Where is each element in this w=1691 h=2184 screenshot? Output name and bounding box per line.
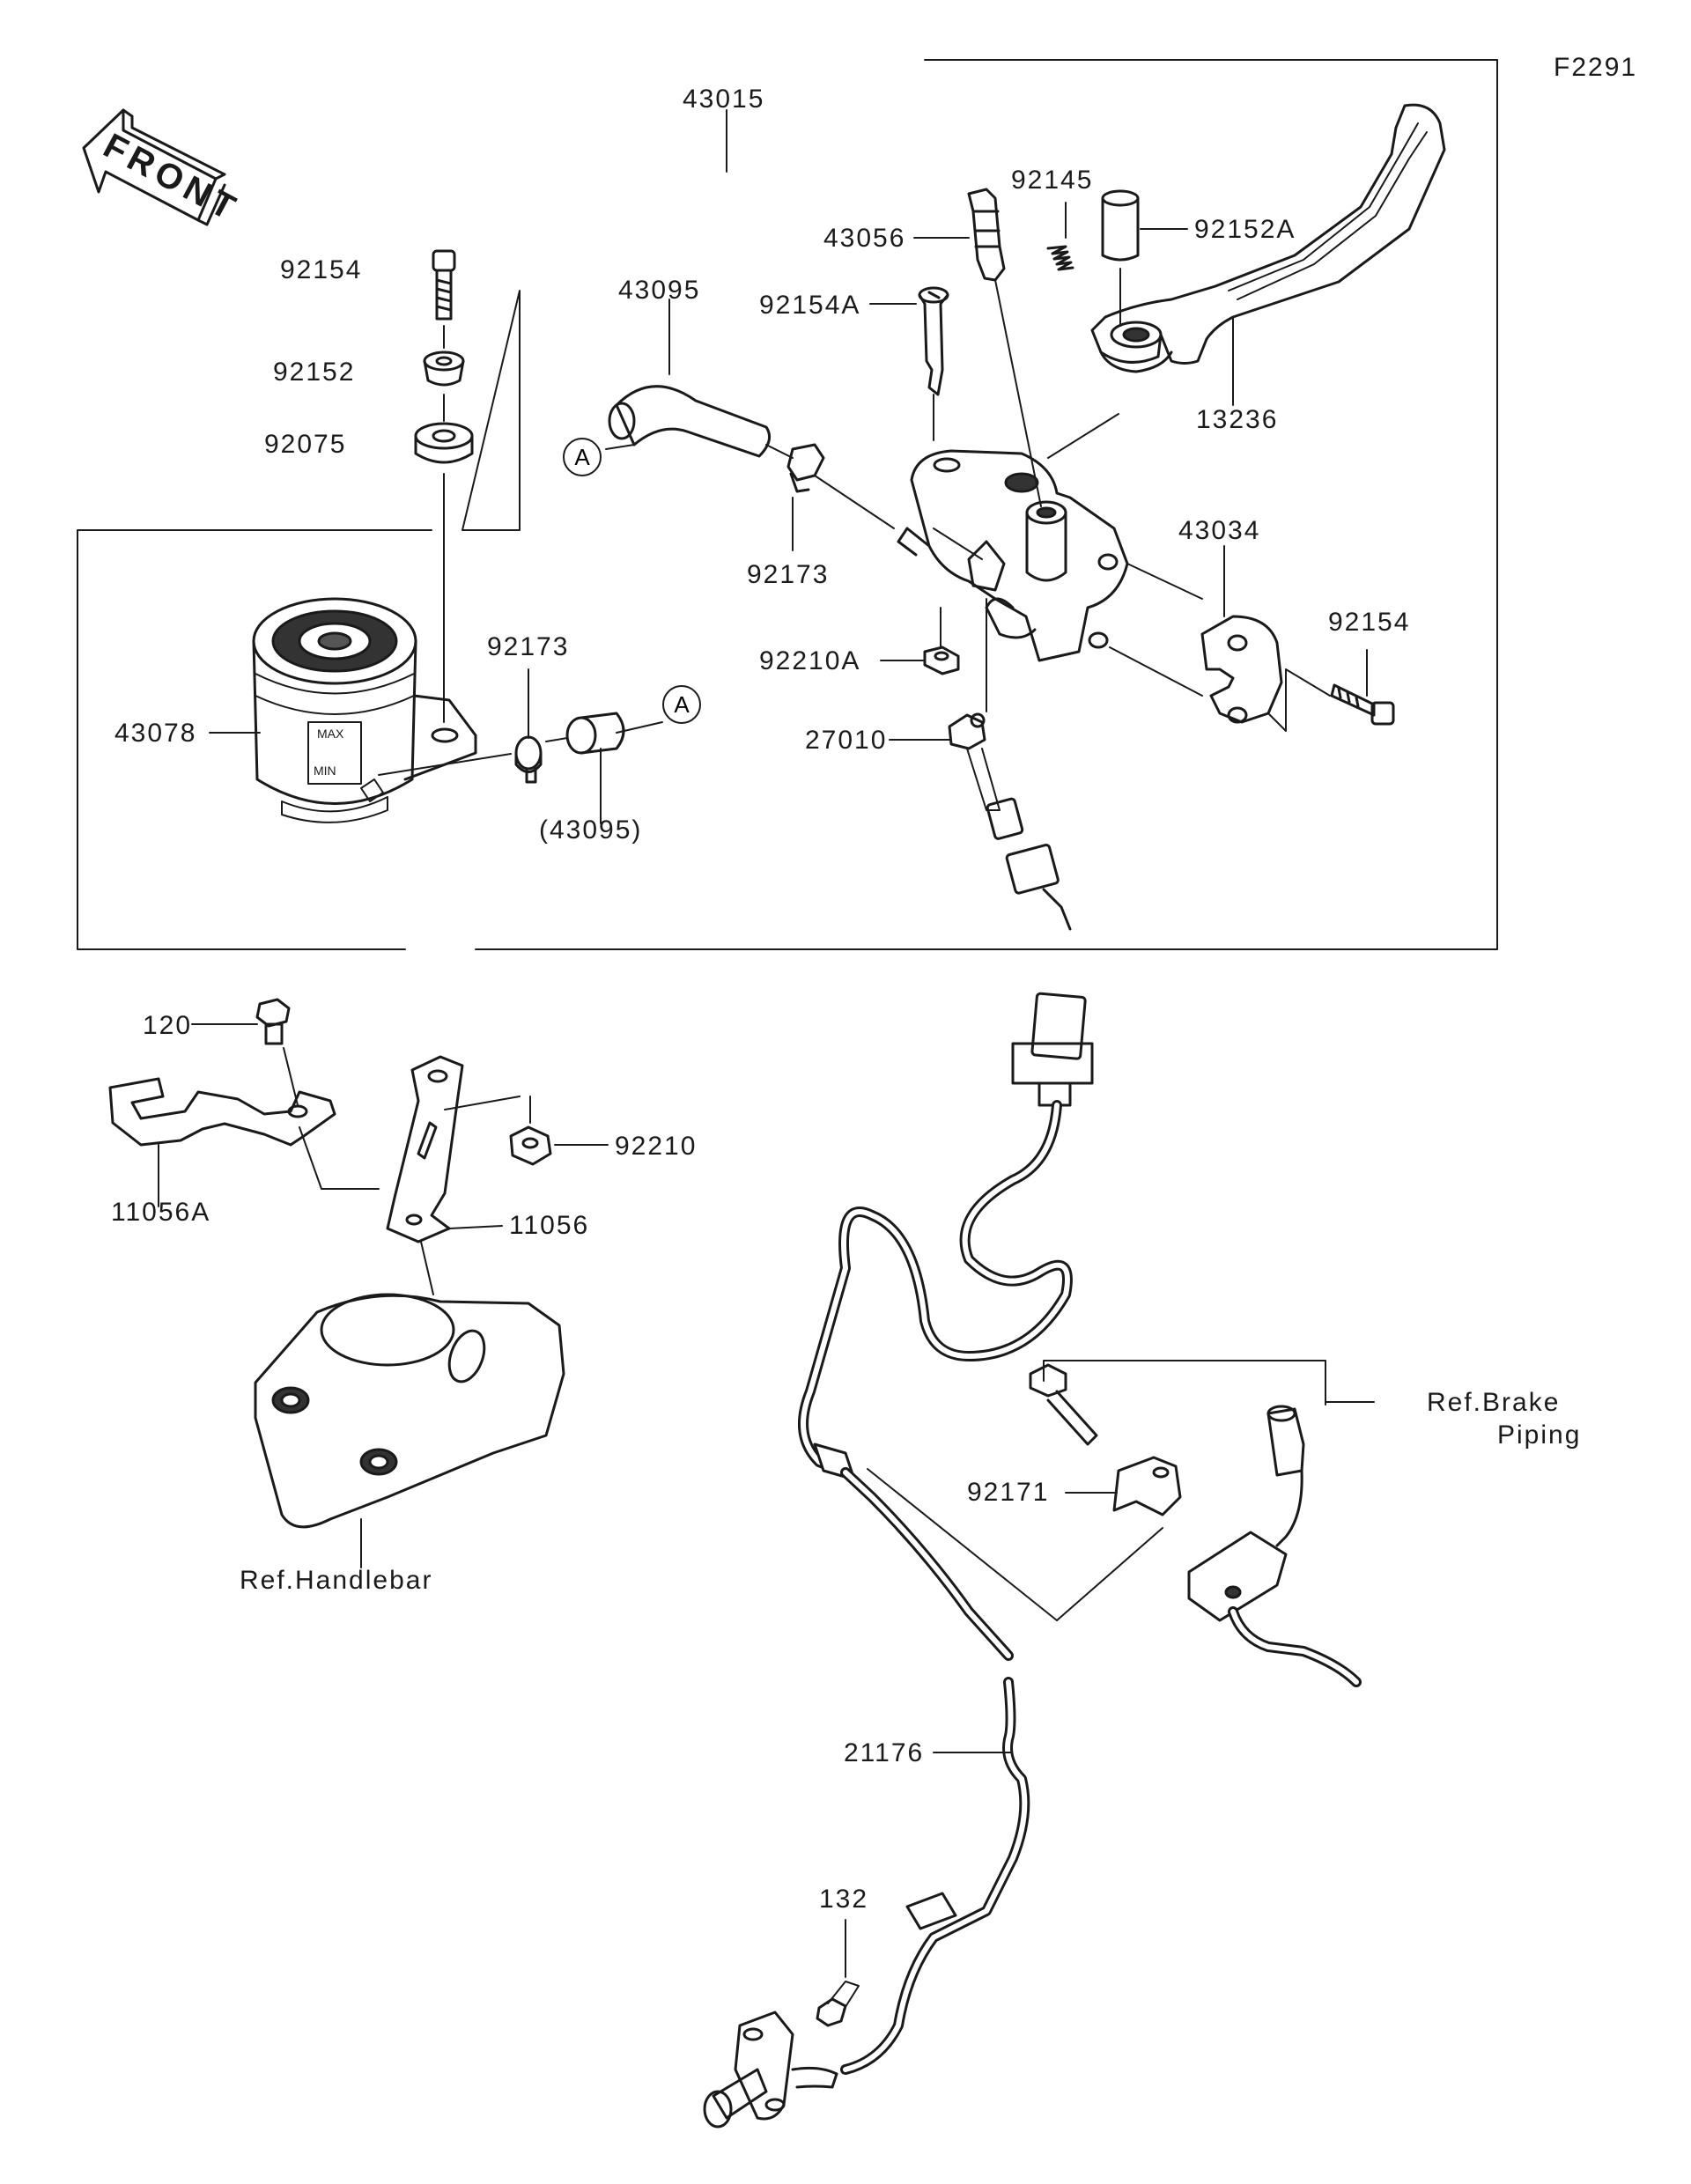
abs-sensor bbox=[703, 1981, 860, 2129]
brake-hose-fitting bbox=[1187, 1405, 1362, 1687]
part-label-92154-right: 92154 bbox=[1328, 608, 1411, 637]
hose-piece-left bbox=[565, 712, 625, 755]
bracket-11056 bbox=[386, 1055, 464, 1243]
part-label-92152: 92152 bbox=[273, 358, 356, 387]
ref-brake-piping-line1: Ref.Brake bbox=[1427, 1388, 1561, 1417]
front-direction-arrow-icon: FRONT bbox=[82, 108, 246, 230]
part-label-92154A: 92154A bbox=[759, 291, 861, 320]
banjo-fitting bbox=[967, 188, 1006, 282]
svg-text:MIN: MIN bbox=[314, 764, 336, 778]
brake-light-switch bbox=[948, 712, 1072, 931]
bolt-120 bbox=[255, 998, 291, 1045]
nut-92210 bbox=[509, 1125, 552, 1166]
part-label-92075: 92075 bbox=[264, 430, 347, 459]
master-cylinder-body bbox=[897, 449, 1129, 662]
handlebar-holder bbox=[254, 1293, 565, 1529]
pivot-bolt bbox=[918, 286, 949, 396]
part-label-92210: 92210 bbox=[615, 1132, 698, 1161]
svg-text:MAX: MAX bbox=[317, 727, 344, 741]
part-label-92171: 92171 bbox=[967, 1478, 1050, 1507]
reservoir-collar bbox=[423, 350, 465, 387]
reservoir-grommet bbox=[414, 422, 474, 464]
pivot-bushing bbox=[1101, 189, 1140, 262]
part-label-43034: 43034 bbox=[1178, 516, 1261, 545]
part-label-43095-paren: (43095) bbox=[539, 815, 643, 845]
part-label-120: 120 bbox=[143, 1011, 193, 1040]
clamp-screw bbox=[1330, 683, 1395, 726]
part-label-11056: 11056 bbox=[509, 1211, 590, 1240]
brake-lever bbox=[1090, 103, 1446, 373]
part-label-92152A: 92152A bbox=[1194, 215, 1296, 244]
part-label-43056: 43056 bbox=[823, 224, 906, 253]
part-label-92173-mid: 92173 bbox=[747, 560, 830, 589]
brake-fluid-reservoir: MAX MIN bbox=[252, 597, 477, 823]
bolt-92171 bbox=[1029, 1363, 1098, 1446]
part-label-21176: 21176 bbox=[844, 1738, 925, 1767]
ref-handlebar: Ref.Handlebar bbox=[240, 1566, 433, 1595]
part-label-92145: 92145 bbox=[1011, 166, 1094, 195]
abs-sensor-cable bbox=[798, 992, 1094, 2075]
part-label-92210A: 92210A bbox=[759, 646, 861, 675]
part-label-27010: 27010 bbox=[805, 726, 888, 755]
figure-code: F2291 bbox=[1554, 53, 1638, 82]
assembly-boundary bbox=[77, 59, 1498, 950]
nut-small bbox=[923, 646, 960, 675]
part-label-92173-left: 92173 bbox=[487, 632, 570, 661]
part-label-132: 132 bbox=[819, 1885, 869, 1914]
part-label-43078: 43078 bbox=[114, 719, 197, 748]
part-label-11056A: 11056A bbox=[111, 1198, 211, 1227]
sensor-bracket bbox=[1112, 1456, 1182, 1516]
ref-brake-piping-line2: Piping bbox=[1497, 1420, 1582, 1450]
part-label-43095: 43095 bbox=[618, 276, 701, 305]
callout-a-upper: A bbox=[563, 438, 602, 476]
hose-clamp-middle bbox=[786, 443, 825, 493]
reservoir-screw bbox=[432, 249, 456, 321]
part-label-92154-top: 92154 bbox=[280, 255, 363, 284]
part-label-13236: 13236 bbox=[1196, 405, 1279, 434]
callout-a-lower: A bbox=[662, 685, 701, 724]
handlebar-clamp bbox=[1200, 615, 1283, 724]
reservoir-hose bbox=[608, 385, 772, 458]
hose-clamp-left bbox=[514, 735, 543, 784]
bracket-11056a bbox=[108, 1077, 336, 1147]
spring bbox=[1046, 245, 1074, 271]
part-label-43015: 43015 bbox=[683, 85, 765, 114]
